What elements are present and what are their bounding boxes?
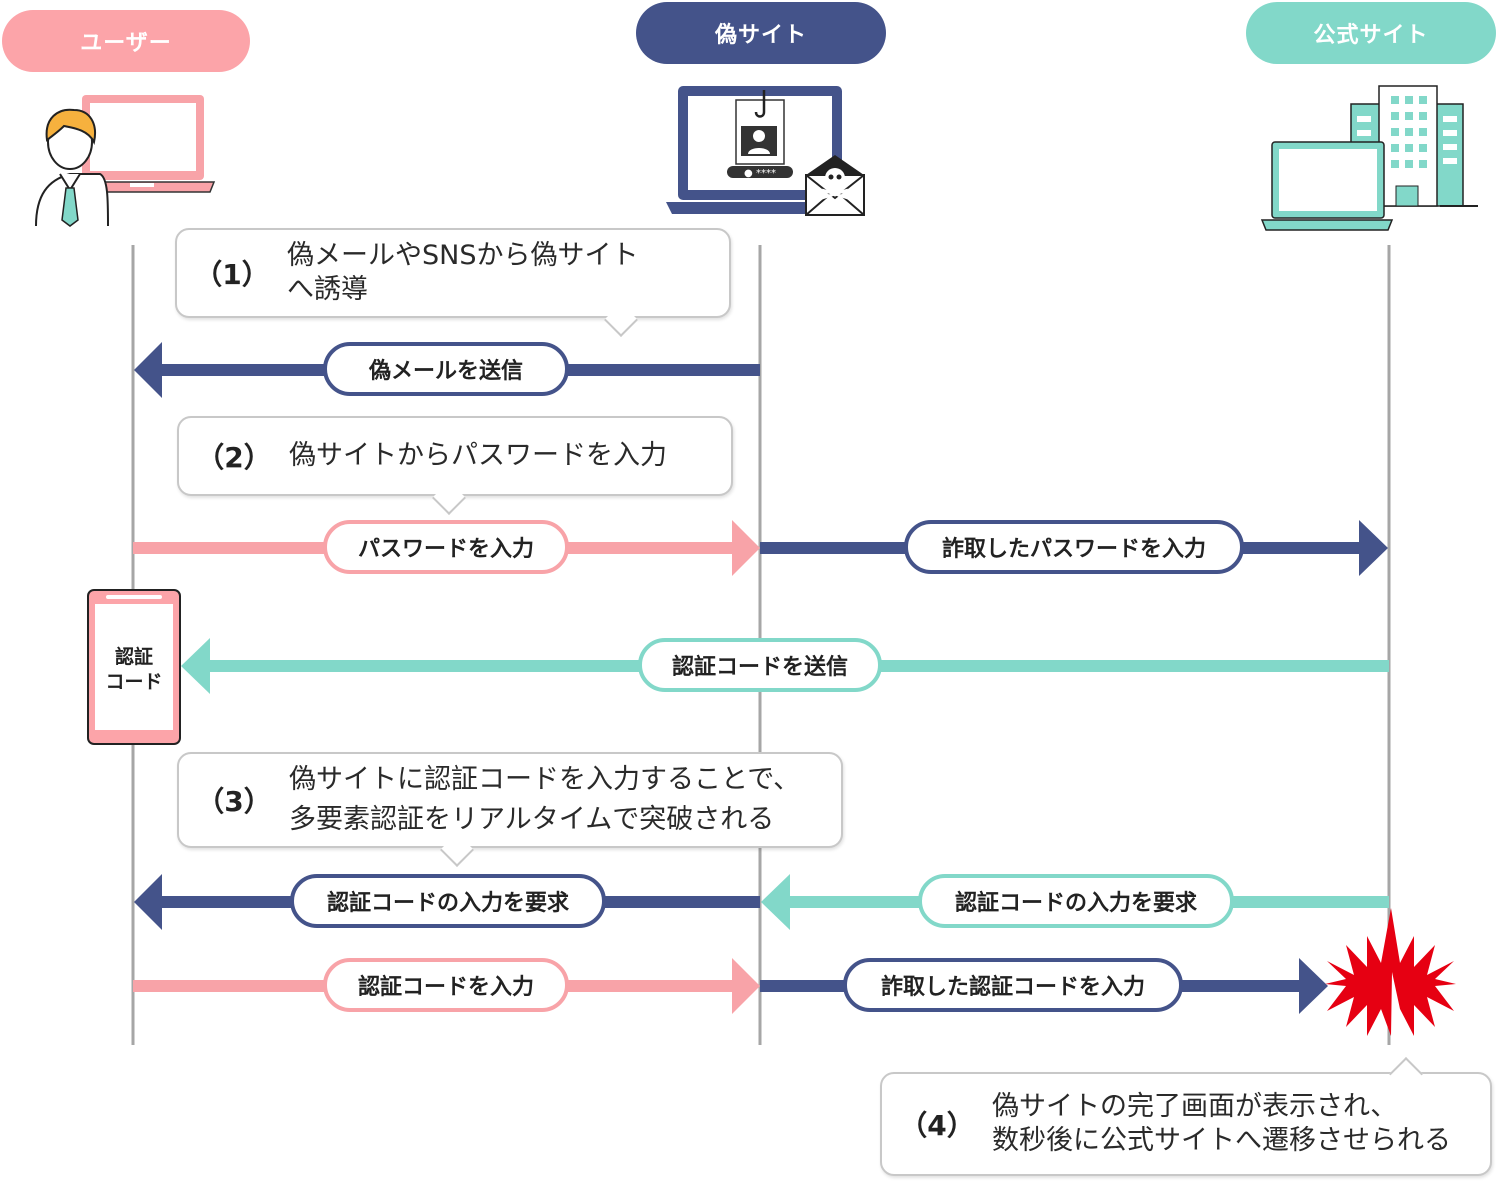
callout-step-1: （1） 偽メールやSNSから偽サイト へ誘導 — [175, 228, 731, 337]
message-label-request-code-to-fake: 認証コードの入力を要求 — [918, 874, 1234, 928]
office-building-icon — [1260, 85, 1478, 231]
callout-number: （3） — [196, 785, 272, 818]
callout-step-4: （4） 偽サイトの完了画面が表示され、 数秒後に公式サイトへ遷移させられる — [880, 1057, 1492, 1176]
red-burst-icon — [1325, 908, 1456, 1036]
message-label-send-fake-mail: 偽メールを送信 — [323, 342, 569, 396]
user-at-laptop-icon — [35, 95, 216, 227]
message-label-enter-stolen-code: 詐取した認証コードを入力 — [843, 958, 1183, 1012]
actor-fake-pill: 偽サイト — [636, 2, 886, 64]
message-label-request-code-to-user: 認証コードの入力を要求 — [290, 874, 606, 928]
message-label-enter-auth-code: 認証コードを入力 — [323, 958, 569, 1012]
phone-auth-code-text: 認証 コード — [105, 646, 163, 693]
actor-official-pill: 公式サイト — [1246, 2, 1496, 64]
skull-mail-icon — [805, 155, 865, 216]
callout-step-3: （3） 偽サイトに認証コードを入力することで、 多要素認証をリアルタイムで突破さ… — [177, 752, 843, 867]
callout-number: （4） — [899, 1109, 975, 1142]
svg-text:● ****: ● **** — [744, 168, 776, 179]
message-label-enter-password: パスワードを入力 — [323, 520, 569, 574]
message-label-enter-stolen-password: 詐取したパスワードを入力 — [904, 520, 1244, 574]
actor-user-pill: ユーザー — [2, 10, 250, 72]
callout-text: 偽サイトの完了画面が表示され、 数秒後に公式サイトへ遷移させられる — [992, 1091, 1451, 1156]
callout-text: 偽サイトからパスワードを入力 — [289, 440, 667, 471]
callout-step-2: （2） 偽サイトからパスワードを入力 — [177, 416, 733, 515]
phone-device — [87, 589, 181, 745]
callout-number: （1） — [194, 258, 270, 291]
callout-number: （2） — [196, 441, 272, 474]
callout-text: 偽サイトに認証コードを入力することで、 多要素認証をリアルタイムで突破される — [289, 764, 801, 835]
callout-text: 偽メールやSNSから偽サイト へ誘導 — [287, 240, 639, 305]
message-label-send-auth-code: 認証コードを送信 — [638, 638, 882, 692]
